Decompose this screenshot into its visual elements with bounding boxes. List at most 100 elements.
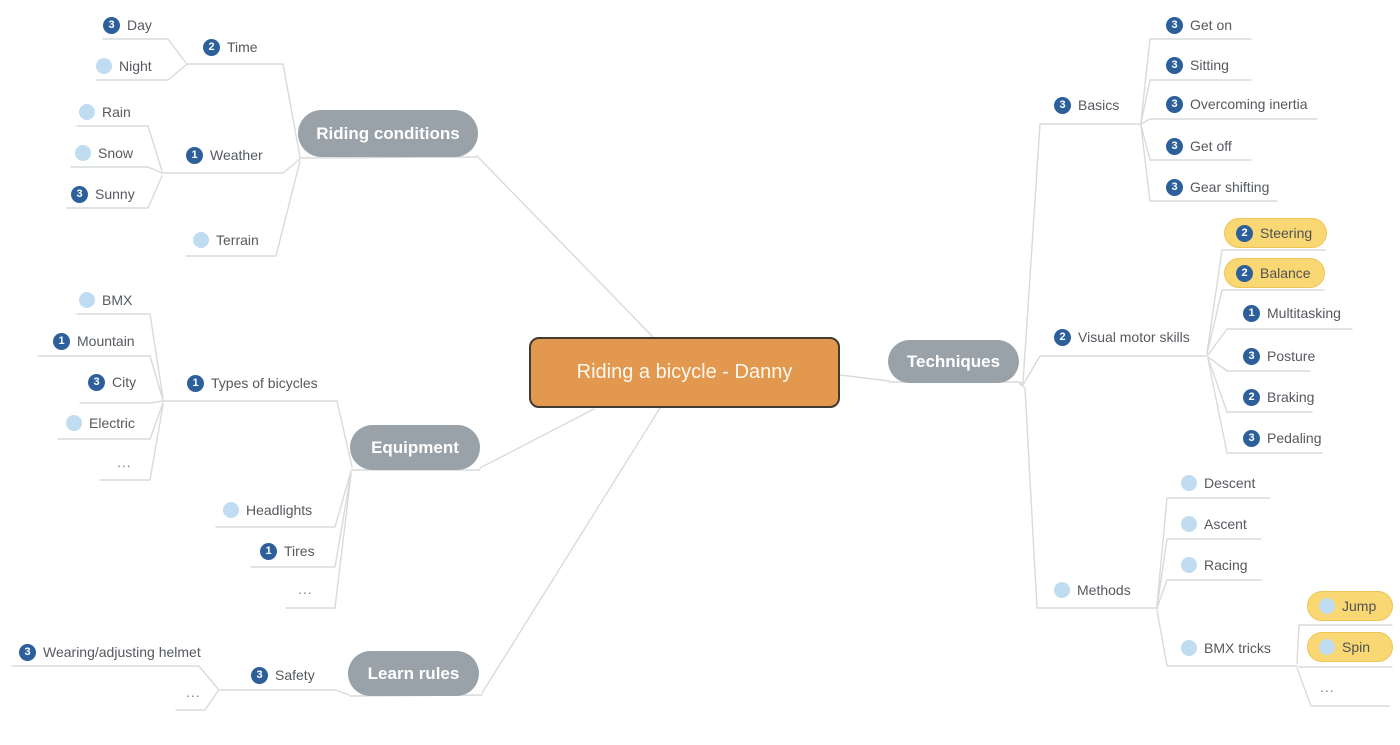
number-badge: 2 (1236, 264, 1253, 282)
number-badge: 3 (103, 16, 120, 34)
node-methods[interactable]: Methods (1054, 579, 1131, 601)
node-label: BMX tricks (1204, 640, 1271, 656)
bullet-dot-icon (1054, 582, 1070, 598)
bullet-dot-icon (223, 502, 239, 518)
node-label: Overcoming inertia (1190, 96, 1308, 112)
node-equipment[interactable]: Equipment (350, 425, 480, 470)
node-electric[interactable]: Electric (66, 412, 135, 434)
node-gear-shifting[interactable]: 3 Gear shifting (1166, 176, 1269, 198)
node-label: Balance (1260, 265, 1311, 281)
node-label: Tires (284, 543, 315, 559)
number-badge: 3 (71, 185, 88, 203)
node-label: Rain (102, 104, 131, 120)
number-badge: 3 (1243, 429, 1260, 447)
node-spin[interactable]: Spin (1307, 632, 1393, 662)
connector-line (481, 407, 661, 694)
node-headlights[interactable]: Headlights (223, 499, 312, 521)
bullet-dot-icon (1181, 516, 1197, 532)
node-night[interactable]: Night (96, 55, 152, 77)
node-more-equipment[interactable]: ... (298, 581, 313, 597)
connector-line (299, 156, 478, 159)
node-label: Racing (1204, 557, 1248, 573)
number-badge: 3 (88, 373, 105, 391)
node-jump[interactable]: Jump (1307, 591, 1393, 621)
node-pedaling[interactable]: 3 Pedaling (1243, 427, 1322, 449)
bullet-dot-icon (193, 232, 209, 248)
connector-line (839, 374, 890, 382)
number-badge: 3 (1166, 137, 1183, 155)
node-more-bmx-tricks[interactable]: ... (1320, 679, 1335, 695)
node-label: Types of bicycles (211, 375, 318, 391)
node-ascent[interactable]: Ascent (1181, 513, 1247, 535)
node-weather[interactable]: 1 Weather (186, 144, 263, 166)
node-label: Wearing/adjusting helmet (43, 644, 201, 660)
node-day[interactable]: 3 Day (103, 14, 152, 36)
node-label: Visual motor skills (1078, 329, 1190, 345)
node-label: Terrain (216, 232, 259, 248)
number-badge: 3 (1166, 56, 1183, 74)
number-badge: 2 (203, 38, 220, 56)
number-badge: 2 (1236, 224, 1253, 242)
node-learn-rules[interactable]: Learn rules (348, 651, 479, 696)
node-more-safety[interactable]: ... (186, 684, 201, 700)
bullet-dot-icon (1181, 640, 1197, 656)
node-city[interactable]: 3 City (88, 371, 136, 393)
node-label: Sitting (1190, 57, 1229, 73)
node-riding-conditions[interactable]: Riding conditions (298, 110, 478, 157)
node-terrain[interactable]: Terrain (193, 229, 259, 251)
bullet-dot-icon (1181, 475, 1197, 491)
node-sitting[interactable]: 3 Sitting (1166, 54, 1229, 76)
connector-line (1296, 667, 1390, 707)
node-center[interactable]: Riding a bicycle - Danny (529, 337, 840, 408)
number-badge: 1 (186, 146, 203, 164)
node-label: Posture (1267, 348, 1316, 364)
number-badge: 3 (1166, 178, 1183, 196)
node-descent[interactable]: Descent (1181, 472, 1255, 494)
node-label: Methods (1077, 582, 1131, 598)
node-rain[interactable]: Rain (79, 101, 131, 123)
node-balance[interactable]: 2 Balance (1224, 258, 1325, 288)
node-bmx[interactable]: BMX (79, 289, 132, 311)
connector-line (476, 155, 654, 338)
connector-line (70, 166, 163, 174)
number-badge: 3 (1166, 16, 1183, 34)
node-bmx-tricks[interactable]: BMX tricks (1181, 637, 1271, 659)
node-wearing-adjusting-helmet[interactable]: 3 Wearing/adjusting helmet (19, 641, 201, 663)
node-label: Night (119, 58, 152, 74)
number-badge: 3 (19, 643, 36, 661)
node-techniques[interactable]: Techniques (888, 340, 1019, 383)
node-label: Gear shifting (1190, 179, 1270, 195)
node-label: City (112, 374, 137, 390)
node-label: Day (127, 17, 152, 33)
node-label: Descent (1204, 475, 1256, 491)
bullet-dot-icon (66, 415, 82, 431)
node-racing[interactable]: Racing (1181, 554, 1248, 576)
node-label: Pedaling (1267, 430, 1322, 446)
node-label: Basics (1078, 97, 1120, 113)
node-label: Safety (275, 667, 315, 683)
bullet-dot-icon (1181, 557, 1197, 573)
connector-line (1017, 355, 1208, 386)
connector-line (1156, 579, 1262, 609)
node-basics[interactable]: 3 Basics (1054, 94, 1119, 116)
node-label: Weather (210, 147, 263, 163)
number-badge: 3 (1054, 96, 1071, 114)
node-more-bicycle-types[interactable]: ... (117, 454, 132, 470)
node-snow[interactable]: Snow (75, 142, 133, 164)
node-label: Electric (89, 415, 135, 431)
